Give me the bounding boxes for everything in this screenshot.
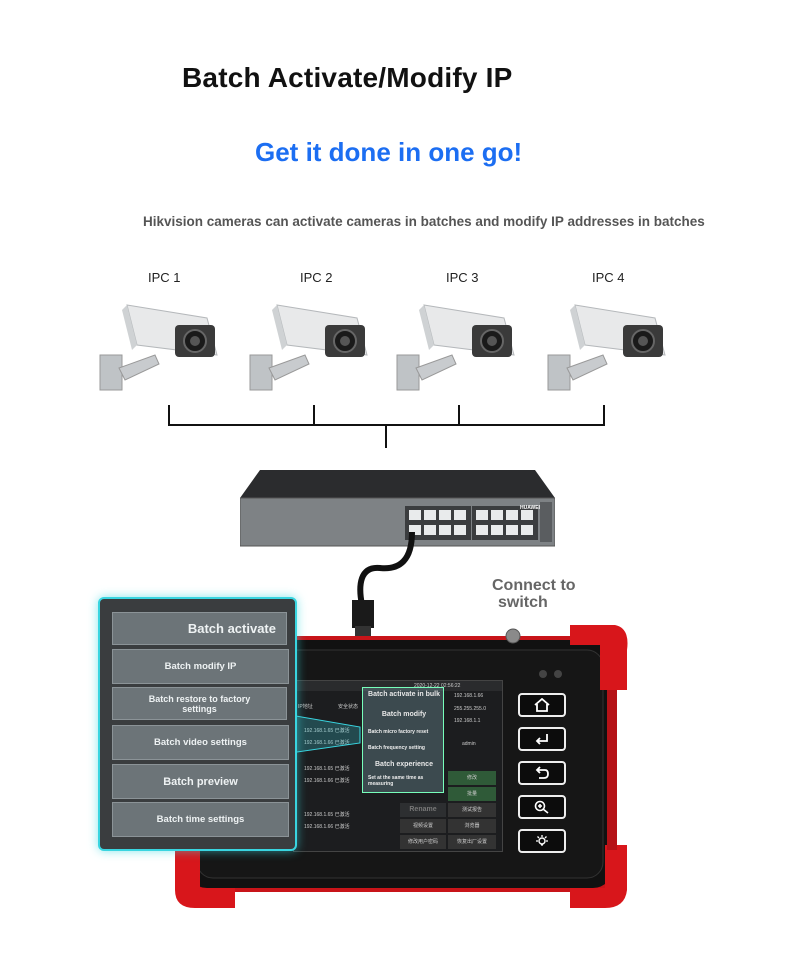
enter-button[interactable]	[518, 727, 566, 751]
wire	[313, 405, 315, 426]
enter-icon	[535, 734, 548, 745]
camera-icon	[99, 304, 218, 391]
page-title: Batch Activate/Modify IP	[182, 62, 513, 93]
camera-label-2: IPC 2	[300, 270, 333, 285]
rename-button[interactable]: Rename	[400, 803, 446, 817]
menu-item-batch-time-settings[interactable]: Batch time settings	[112, 802, 289, 837]
table-row: 192.168.1.66 已激活	[304, 824, 350, 830]
screen-menu-item[interactable]: Set at the same time as measuring	[368, 775, 424, 787]
zoom-icon	[534, 800, 549, 814]
network-switch-icon	[240, 470, 555, 547]
table-row: 192.168.1.65 已激活	[304, 766, 350, 772]
wire	[458, 405, 460, 426]
connect-line-1: Connect to	[492, 577, 576, 594]
menu-item-batch-video-settings[interactable]: Batch video settings	[112, 725, 289, 760]
status-time: 2020-12-22 02:56:22	[414, 683, 461, 689]
table-row: 192.168.1.65 已激活	[304, 727, 350, 734]
back-icon	[535, 766, 549, 779]
screen-menu-item[interactable]: Batch frequency setting	[368, 745, 425, 751]
menu-item-batch-modify-ip[interactable]: Batch modify IP	[112, 649, 289, 684]
wire	[385, 424, 387, 448]
screen-menu-item[interactable]: Batch activate in bulk	[368, 691, 440, 698]
camera-icon	[547, 304, 666, 391]
wire	[603, 405, 605, 426]
screen-cn-button[interactable]: 批量	[448, 787, 496, 801]
back-button[interactable]	[518, 761, 566, 785]
camera-label-3: IPC 3	[446, 270, 479, 285]
camera-icon	[249, 304, 368, 391]
menu-item-batch-restore[interactable]: Batch restore to factory settings	[112, 687, 287, 720]
page-description: Hikvision cameras can activate cameras i…	[143, 214, 705, 229]
table-row: 192.168.1.66 已激活	[304, 739, 350, 746]
screen-cn-button[interactable]: 浏览器	[448, 819, 496, 833]
screen-menu-item[interactable]: Batch modify	[381, 711, 427, 718]
screen-cn-button[interactable]: 修改用户密码	[400, 835, 446, 849]
screen-menu-item[interactable]: Batch experience	[375, 761, 433, 768]
gateway-value: 192.168.1.1	[454, 718, 481, 724]
screen-menu-item[interactable]: Batch micro factory reset	[368, 729, 429, 735]
switch-brand: HUAWEI	[520, 505, 540, 511]
callout-arrow	[290, 715, 361, 754]
wire	[168, 405, 170, 426]
table-row: 192.168.1.65 已激活	[304, 812, 350, 818]
screen-cn-button[interactable]: 恢复出厂设置	[448, 835, 496, 849]
mask-value: 255.255.255.0	[454, 706, 486, 712]
menu-item-batch-preview[interactable]: Batch preview	[112, 764, 289, 799]
ip-value: 192.168.1.66	[454, 693, 484, 699]
camera-label-1: IPC 1	[148, 270, 181, 285]
batch-menu-panel: Batch activate Batch modify IP Batch res…	[98, 597, 297, 851]
connect-line-2: switch	[498, 594, 548, 611]
screen-cn-button[interactable]: 测试报告	[448, 803, 496, 817]
light-button[interactable]	[518, 829, 566, 853]
screen-cn-button[interactable]: 视频设置	[400, 819, 446, 833]
ethernet-cable-icon	[352, 531, 415, 638]
light-icon	[536, 835, 548, 846]
admin-value: admin	[462, 741, 476, 747]
home-button[interactable]	[518, 693, 566, 717]
camera-label-4: IPC 4	[592, 270, 625, 285]
table-head-ip: IP地址	[298, 704, 313, 710]
zoom-button[interactable]	[518, 795, 566, 819]
connect-label: Connect to switch	[492, 577, 576, 611]
screen-cn-button[interactable]: 修改	[448, 771, 496, 785]
menu-item-batch-activate[interactable]: Batch activate	[112, 612, 287, 645]
home-icon	[534, 698, 550, 712]
table-row: 192.168.1.66 已激活	[304, 778, 350, 784]
camera-icon	[396, 304, 515, 391]
page-subtitle: Get it done in one go!	[255, 137, 523, 167]
table-head-status: 安全状态	[338, 704, 359, 710]
device-screen: 2020-12-22 02:56:22 IP地址 安全状态 192.168.1.…	[293, 680, 503, 852]
